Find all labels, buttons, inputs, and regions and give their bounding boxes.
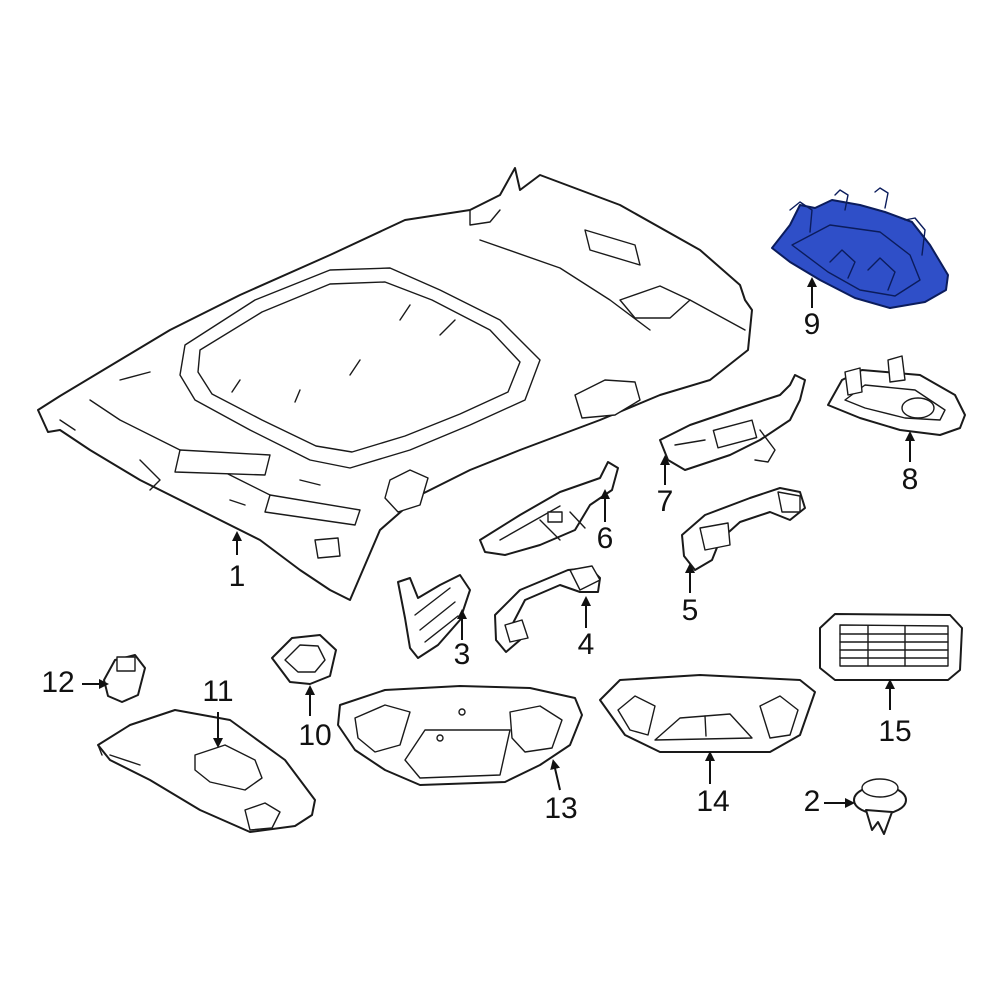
bracket-left-part[interactable]: [479, 461, 619, 556]
bracket-right-part[interactable]: [659, 374, 806, 471]
callout-13: 13: [544, 792, 577, 825]
overhead-console-part[interactable]: [827, 355, 966, 436]
rear-console-frame-part[interactable]: [337, 685, 583, 786]
vent-grille-part[interactable]: [819, 613, 963, 681]
clip-part[interactable]: [853, 778, 907, 835]
callout-1: 1: [229, 560, 246, 593]
callout-2: 2: [804, 785, 821, 818]
callout-14: 14: [696, 785, 729, 818]
mirror-bracket-part[interactable]: [271, 634, 337, 685]
front-console-frame-part[interactable]: [599, 674, 816, 753]
sun-visor-part[interactable]: [97, 709, 316, 833]
housing-highlighted-part[interactable]: [771, 187, 949, 309]
callout-8: 8: [902, 463, 919, 496]
callout-15: 15: [878, 715, 911, 748]
callout-7: 7: [657, 485, 674, 518]
callout-3: 3: [454, 638, 471, 671]
grab-handle-front-part[interactable]: [681, 487, 806, 571]
callout-4: 4: [578, 628, 595, 661]
callout-11: 11: [202, 675, 233, 708]
callout-9: 9: [804, 308, 821, 341]
grab-handle-rear-part[interactable]: [494, 565, 601, 653]
headliner-part[interactable]: [37, 167, 753, 601]
callout-10: 10: [298, 719, 331, 752]
callout-6: 6: [597, 522, 614, 555]
visor-clip-part[interactable]: [103, 654, 146, 703]
callout-5: 5: [682, 594, 699, 627]
callout-12: 12: [41, 666, 74, 699]
handle-bracket-part[interactable]: [397, 574, 471, 659]
